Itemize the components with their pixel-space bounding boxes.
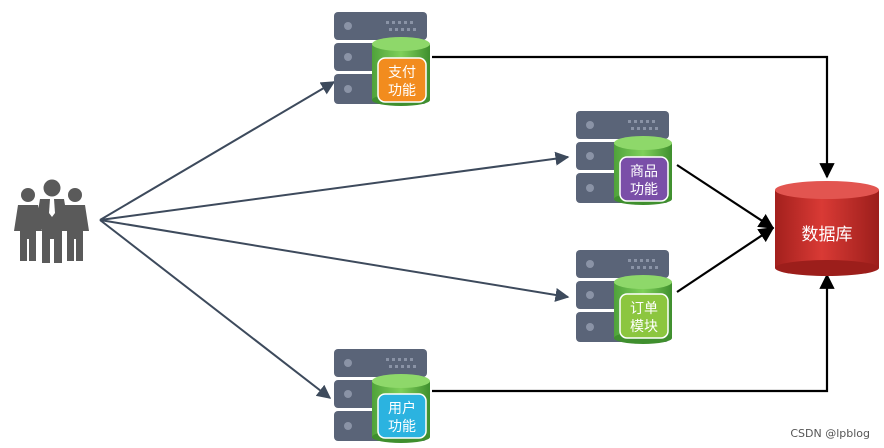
service-label-line2: 功能 xyxy=(630,182,658,198)
goods-to-db-arrow xyxy=(676,164,775,229)
watermark: CSDN @lpblog xyxy=(790,427,870,440)
users-group-icon xyxy=(14,179,89,263)
arrow-to-payment xyxy=(99,81,336,221)
service-badge xyxy=(619,156,669,202)
arrow-to-user xyxy=(99,219,332,399)
db-connection-arrows xyxy=(432,55,835,393)
service-label-line2: 功能 xyxy=(388,83,416,99)
user-to-db-arrow xyxy=(432,273,835,393)
service-label-line1: 订单 xyxy=(630,301,658,317)
service-goods: 商品 功能 xyxy=(576,111,672,205)
user-request-arrows xyxy=(99,81,570,399)
service-label-line2: 功能 xyxy=(388,419,416,435)
payment-to-db-arrow xyxy=(432,55,835,179)
order-to-db-arrow xyxy=(676,227,775,293)
service-order: 订单 模块 xyxy=(576,250,672,344)
service-badge xyxy=(619,293,669,339)
arrow-to-goods xyxy=(99,151,570,221)
service-badge xyxy=(377,393,427,439)
service-label-line2: 模块 xyxy=(630,319,658,335)
service-user: 用户 功能 xyxy=(334,349,430,443)
service-label-line1: 支付 xyxy=(388,65,416,81)
database-node: 数据库 xyxy=(775,181,879,276)
service-badge xyxy=(377,57,427,103)
database-label: 数据库 xyxy=(802,225,853,245)
service-label-line1: 用户 xyxy=(388,400,416,417)
arrow-to-order xyxy=(99,219,570,302)
service-label-line1: 商品 xyxy=(630,164,658,180)
service-payment: 支付 功能 xyxy=(334,12,430,106)
